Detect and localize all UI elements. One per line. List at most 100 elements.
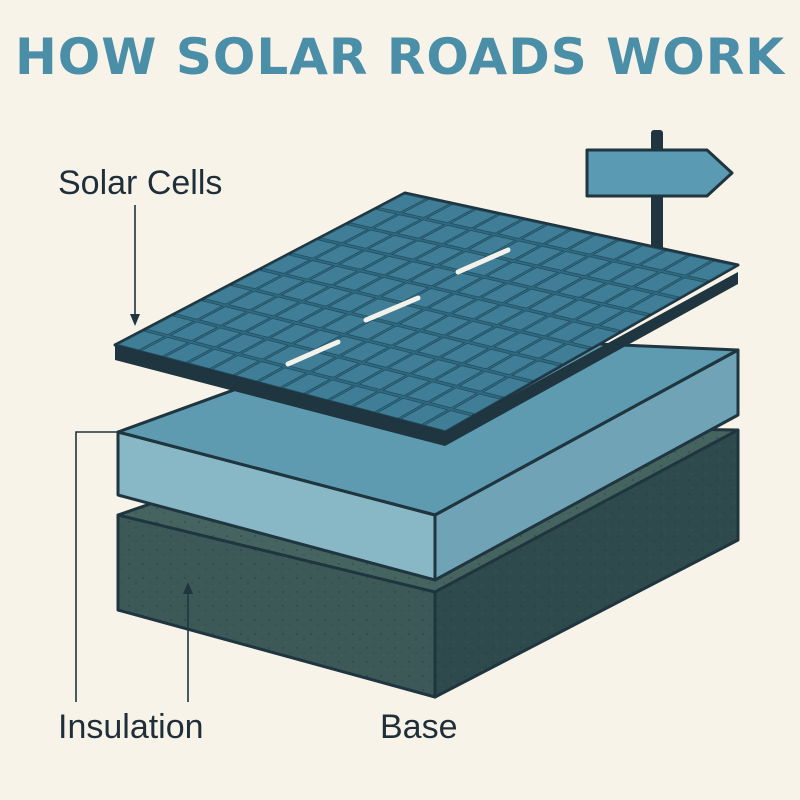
solar-cells-label: Solar Cells [58,164,223,202]
solar-cell [262,254,311,274]
solar-cell [522,315,572,337]
solar-cell [204,285,253,305]
solar-cell [274,302,324,323]
solar-cell [338,250,388,270]
solar-cell [449,209,499,229]
solar-cell [258,367,308,388]
solar-cell [551,299,601,320]
solar-cell [364,347,413,368]
solar-cell [345,319,395,340]
solar-cell [604,288,654,309]
solar-cell [420,224,470,245]
solar-cell [146,315,195,336]
solar-cell [169,321,219,342]
solar-cell [380,282,430,303]
solar-cell [557,277,607,298]
solar-cell [404,288,453,308]
solar-cell [175,300,224,320]
solar-cell [475,304,524,325]
solar-cell [628,293,678,315]
solar-cell [599,310,648,331]
solar-cell-grid [117,193,736,432]
solar-cell [446,320,495,342]
base-label: Base [380,708,458,746]
solar-cell [686,260,736,281]
solar-cell [298,308,348,329]
solar-cell [423,410,473,432]
solar-cell [349,208,398,228]
solar-cell [193,327,242,348]
solar-cell [425,204,475,224]
solar-cell [540,343,590,365]
solar-cell [282,373,331,394]
solar-cell [311,357,360,378]
solar-cell [538,251,588,271]
solar-cell [387,353,437,374]
solar-cell [440,342,490,364]
solar-cell [251,296,300,317]
solar-cell [480,283,530,304]
solar-cell [411,359,460,380]
solar-cell [520,224,570,245]
solar-cell [633,272,683,293]
solar-cell [372,214,422,234]
solar-cell [117,330,166,351]
solar-cell [482,376,531,398]
solar-cell [376,397,425,419]
solar-cell [269,323,319,344]
solar-cell [581,283,630,304]
direction-sign-icon [585,148,734,198]
solar-cell [333,271,382,291]
solar-cell [187,348,237,369]
lane-marking-3 [455,247,511,275]
solar-cell [358,369,408,390]
solar-cell [575,305,625,326]
solar-cell [356,276,406,297]
solar-cell [528,294,577,315]
solar-cell [216,333,266,354]
solar-cell [233,269,282,290]
solar-cell [240,339,289,360]
solar-cell [467,235,517,255]
solar-cell [222,312,271,332]
solar-cell [280,281,330,301]
solar-cell [533,272,583,293]
solar-cell [211,355,260,376]
solar-cell [198,306,248,326]
solar-cell [498,310,548,331]
solar-cell [663,255,713,276]
solar-cell [491,240,541,261]
lane-marking-1 [285,339,341,367]
solar-cell [291,239,340,259]
solar-cell [569,327,619,348]
solar-cell [309,265,359,286]
solar-cell [314,244,364,265]
solar-cell [562,256,612,277]
solar-cell [473,214,522,234]
solar-cell [234,361,284,382]
solar-cell [433,272,483,292]
leader-lines [75,205,193,702]
solar-cell [367,234,417,255]
solar-cell [378,193,427,213]
solar-cell [546,321,595,342]
solar-cell [456,277,506,298]
solar-cell [511,360,561,381]
solar-cell [401,198,451,218]
solar-cell [256,275,306,295]
base-arrowhead [183,582,193,594]
solar-cell [438,251,488,271]
solar-cell [496,219,546,239]
solar-cell [164,342,213,363]
lane-markings [285,247,511,367]
solar-cell [452,393,502,415]
solar-cell [227,290,277,311]
solar-cell [504,288,554,309]
solar-cell [610,266,660,287]
solar-cell [639,250,689,271]
solar-cell [422,315,471,336]
solar-cell [382,375,431,397]
solar-cell [568,234,618,255]
